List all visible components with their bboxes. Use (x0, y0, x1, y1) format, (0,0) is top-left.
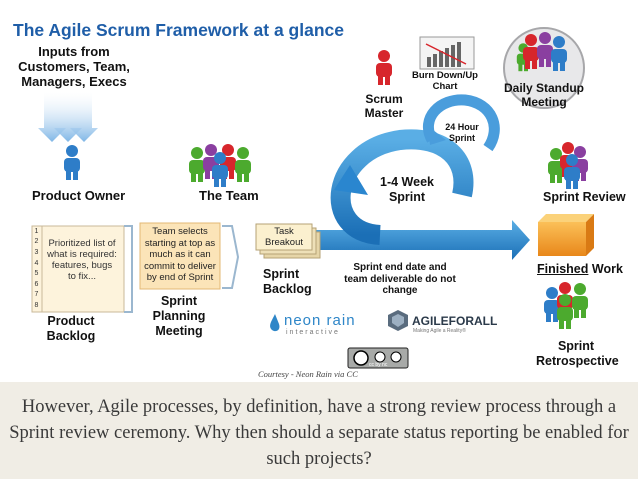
work-word: Work (588, 262, 623, 276)
team-selects-text: Team selects starting at top as much as … (144, 226, 216, 283)
license-badge-icon (347, 347, 409, 369)
backlog-number: 5 (34, 270, 39, 277)
sprint-retrospective-icon (544, 282, 588, 329)
inputs-arrows-icon (38, 92, 98, 142)
caption-text: However, Agile processes, by definition,… (9, 397, 629, 469)
finished-work-box-icon (538, 214, 594, 256)
finished-word: Finished (537, 262, 589, 276)
caption-panel: However, Agile processes, by definition,… (0, 382, 638, 479)
courtesy-credit: Courtesy - Neon Rain via CC (258, 369, 358, 379)
sprint-planning-label: Sprint Planning Meeting (152, 294, 206, 338)
agile-for-all-logo: AGILEFORALL (412, 314, 498, 328)
sprint-retrospective-label: Sprint Retrospective (536, 339, 619, 368)
sprint-end-note: Sprint end date and team deliverable do … (344, 262, 456, 296)
inputs-label: Inputs from Customers, Team, Managers, E… (18, 44, 130, 89)
task-breakout-label: Task Breakout (264, 226, 304, 248)
daily-standup-icon (503, 27, 585, 109)
scrum-master-icon (376, 50, 392, 85)
backlog-number: 3 (34, 249, 39, 256)
finished-work-label: Finished Work (537, 262, 623, 276)
backlog-list-text: Prioritized list of what is required: fe… (47, 238, 117, 282)
sprint-duration-label: 1-4 Week Sprint (380, 175, 434, 204)
scrum-master-label: Scrum Master (364, 92, 404, 120)
product-owner-icon (64, 145, 80, 180)
sprint-review-icon (548, 142, 588, 189)
agile-for-all-sub: Making Agile a Reality® (413, 328, 466, 334)
product-owner-label: Product Owner (32, 188, 126, 203)
task-breakout-cards-icon (255, 223, 321, 259)
sprint-backlog-label: Sprint Backlog (263, 267, 312, 296)
page-title: The Agile Scrum Framework at a glance (13, 20, 344, 40)
backlog-number: 1 (34, 228, 39, 235)
neon-rain-logo: neon rain (284, 312, 356, 329)
team-selects-box (139, 222, 221, 290)
backlog-number-column: 1 2 3 4 5 6 7 8 (32, 226, 42, 312)
backlog-number: 4 (34, 260, 39, 267)
team-label: The Team (199, 188, 259, 203)
agile-for-all-hexagon-icon (388, 310, 408, 331)
product-backlog-label: Product Backlog (46, 314, 96, 343)
burn-down-chart-icon (419, 36, 475, 70)
24-hour-sprint-label: 24 Hour Sprint (445, 122, 479, 143)
sprint-review-label: Sprint Review (543, 190, 626, 204)
team-icon (189, 144, 251, 187)
backlog-number: 8 (34, 302, 39, 309)
neon-rain-drop-icon (270, 314, 280, 332)
burn-down-chart-label: Burn Down/Up Chart (412, 70, 478, 92)
neon-rain-sub: interactive (286, 329, 340, 336)
daily-standup-label: Daily Standup Meeting (503, 81, 584, 109)
license-badge-text: cc by nc (369, 362, 388, 368)
backlog-number: 2 (34, 238, 39, 245)
backlog-number: 7 (34, 291, 39, 298)
backlog-number: 6 (34, 281, 39, 288)
sprint-arrow-icon (275, 94, 530, 260)
